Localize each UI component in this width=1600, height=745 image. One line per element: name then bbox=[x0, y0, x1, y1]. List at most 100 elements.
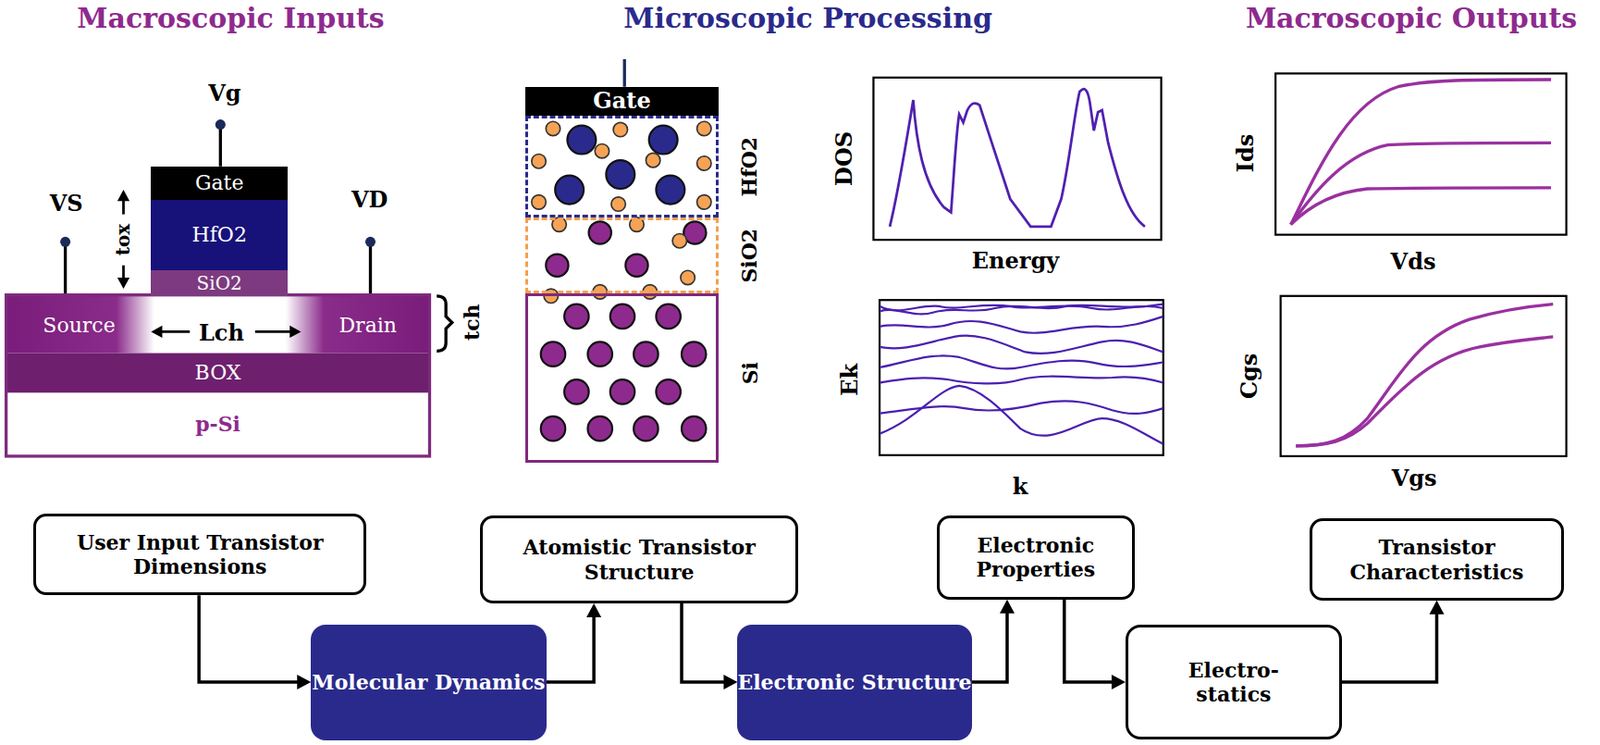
flow-connector bbox=[681, 603, 738, 690]
drain-wire bbox=[369, 241, 372, 295]
plot-frame bbox=[1275, 73, 1566, 234]
region-label: HfO2 bbox=[738, 136, 763, 197]
flow-connector bbox=[1341, 600, 1445, 682]
dos-curve bbox=[889, 88, 1145, 227]
gate-wire bbox=[219, 124, 222, 167]
node-text: Gate bbox=[195, 171, 245, 196]
section-heading: Macroscopic Inputs bbox=[76, 1, 384, 36]
process-box: Atomistic Transistor Structure bbox=[480, 515, 799, 604]
arrowhead bbox=[289, 325, 301, 338]
node-text: Transistor Characteristics bbox=[1312, 534, 1561, 584]
flow-connector bbox=[198, 594, 311, 690]
arrowhead bbox=[150, 325, 162, 338]
sio2-region: SiO2 bbox=[525, 217, 719, 294]
terminal-label: VS bbox=[49, 190, 84, 218]
drain-region: Drain bbox=[324, 303, 412, 349]
band-curves bbox=[879, 304, 1164, 444]
axis-label: DOS bbox=[831, 130, 859, 185]
node-text: User Input Transistor Dimensions bbox=[36, 529, 364, 579]
arrowhead bbox=[999, 599, 1015, 614]
process-step: Molecular Dynamics bbox=[310, 624, 546, 740]
dimension-label: Lch bbox=[198, 320, 245, 347]
gate-layer: Gate bbox=[150, 166, 288, 200]
connector-line bbox=[972, 612, 1008, 682]
node-text: BOX bbox=[195, 360, 242, 385]
connector-line bbox=[1341, 613, 1438, 682]
plot-frame bbox=[1280, 295, 1567, 456]
node-text: Electronic Structure bbox=[737, 669, 972, 694]
axis-label: Ids bbox=[1233, 134, 1261, 173]
axis-label: Vgs bbox=[1391, 465, 1438, 493]
axis-label: k bbox=[1012, 473, 1029, 501]
source-wire bbox=[63, 241, 67, 295]
box-band bbox=[6, 353, 431, 394]
axis-label: Vds bbox=[1390, 248, 1437, 276]
flow-connector bbox=[546, 603, 603, 682]
process-step: Electronic Structure bbox=[737, 624, 972, 740]
dimension-arrow bbox=[255, 330, 292, 333]
node-text: HfO2 bbox=[192, 222, 247, 247]
arrowhead bbox=[117, 189, 130, 201]
plot-frame bbox=[873, 77, 1161, 240]
flow-connector bbox=[972, 599, 1015, 682]
gate-wire bbox=[623, 59, 627, 87]
region-label: Si bbox=[738, 361, 763, 384]
si-region: Si bbox=[525, 293, 719, 463]
oxygen-atoms bbox=[531, 121, 712, 303]
iv-curves bbox=[1291, 79, 1551, 225]
gate-electrode: Gate bbox=[525, 86, 719, 116]
terminal-label: VD bbox=[351, 186, 388, 214]
substrate-band bbox=[6, 393, 431, 456]
plot-frame bbox=[879, 299, 1164, 456]
node-text: Gate bbox=[592, 87, 651, 115]
terminal-dot bbox=[60, 236, 71, 247]
transistor-illustration bbox=[6, 119, 453, 456]
dimension-label: tch bbox=[458, 303, 483, 341]
terminal-dot bbox=[365, 236, 376, 247]
substrate-outline bbox=[6, 295, 431, 456]
channel-layer bbox=[6, 295, 431, 354]
process-box: User Input Transistor Dimensions bbox=[33, 513, 367, 595]
arrowhead bbox=[1111, 674, 1126, 690]
connector-line bbox=[198, 594, 298, 682]
dimension-label: tox bbox=[111, 223, 135, 257]
axis-label: Ek bbox=[836, 363, 864, 396]
dielectric-layer: HfO2 bbox=[150, 199, 288, 271]
node-text: p-Si bbox=[195, 411, 241, 436]
dimension-arrow bbox=[122, 199, 125, 214]
arrowhead bbox=[586, 603, 602, 617]
terminal-label: Vg bbox=[208, 80, 241, 108]
process-box: Electronic Properties bbox=[936, 515, 1136, 599]
connector-line bbox=[681, 603, 725, 682]
buried-oxide-layer: BOX bbox=[8, 354, 428, 393]
dimension-arrow bbox=[160, 330, 190, 333]
flow-connector bbox=[1064, 599, 1126, 690]
hfo2-region: HfO2 bbox=[525, 115, 719, 218]
arrowhead bbox=[1428, 600, 1444, 615]
silicon-atoms bbox=[541, 221, 707, 441]
node-text: Molecular Dynamics bbox=[311, 669, 545, 694]
interface-layer: SiO2 bbox=[150, 270, 288, 296]
node-text: Drain bbox=[338, 313, 396, 338]
connector-line bbox=[546, 615, 595, 682]
cv-curves bbox=[1295, 304, 1553, 446]
axis-label: Cgs bbox=[1236, 352, 1264, 398]
process-box: Electro- statics bbox=[1125, 624, 1342, 739]
node-text: Source bbox=[42, 313, 115, 338]
thickness-bracket bbox=[436, 295, 453, 352]
section-heading: Macroscopic Outputs bbox=[1245, 1, 1577, 36]
dimension-arrow bbox=[122, 265, 125, 279]
arrowhead bbox=[117, 277, 130, 289]
section-heading: Microscopic Processing bbox=[623, 1, 993, 36]
node-text: Electro- statics bbox=[1159, 657, 1308, 707]
node-text: SiO2 bbox=[196, 271, 243, 295]
axis-label: Energy bbox=[972, 247, 1059, 275]
node-text: Atomistic Transistor Structure bbox=[482, 534, 796, 584]
process-box: Transistor Characteristics bbox=[1309, 517, 1564, 600]
connector-line bbox=[1064, 599, 1113, 682]
arrowhead bbox=[723, 674, 738, 690]
substrate-layer: p-Si bbox=[8, 393, 428, 455]
arrowhead bbox=[296, 674, 311, 690]
terminal-dot bbox=[215, 119, 226, 130]
